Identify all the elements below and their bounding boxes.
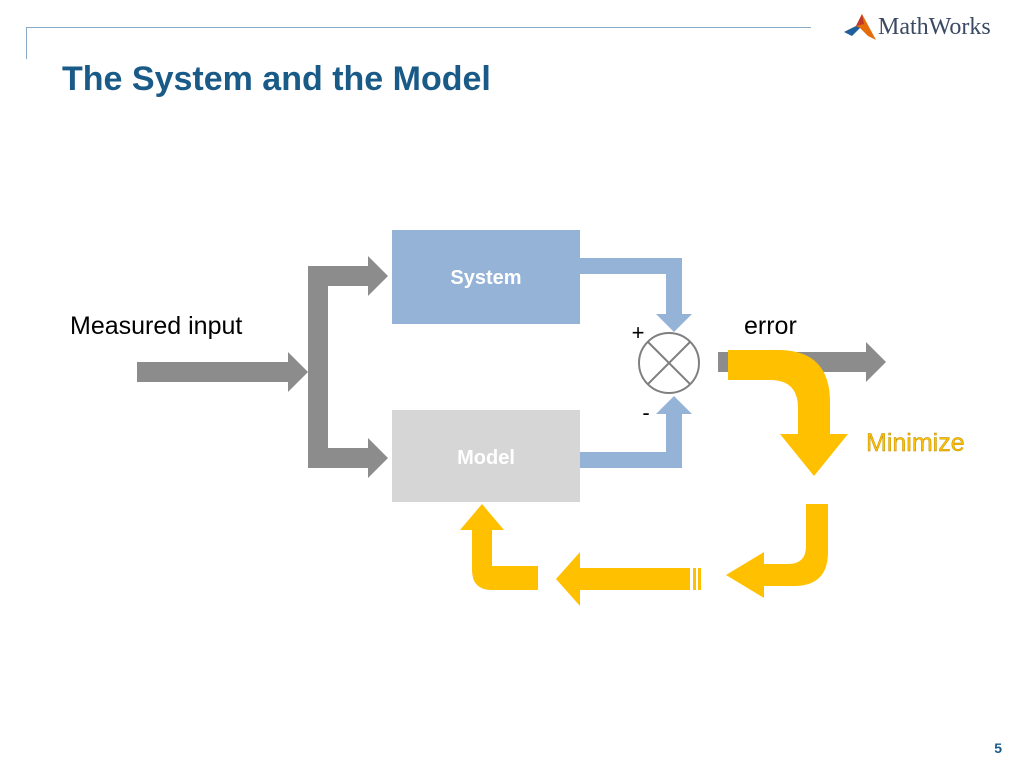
- mathworks-membrane-icon: [844, 14, 876, 40]
- feedback-up-arrow: [460, 504, 538, 590]
- system-label: System: [450, 267, 521, 289]
- feedback-tail-mark-2: [698, 568, 701, 590]
- model-block: Model: [392, 410, 580, 502]
- feedback-left-arrow: [556, 552, 690, 606]
- minimize-label: Minimize: [866, 429, 965, 457]
- page-number: 5: [994, 740, 1002, 756]
- minimize-down-arrow: [728, 350, 848, 476]
- error-label: error: [744, 312, 797, 340]
- feedback-tail-mark-1: [693, 568, 696, 590]
- input-arrow: [137, 352, 308, 392]
- feedback-loop: [460, 350, 848, 606]
- plus-sign: +: [632, 320, 645, 345]
- measured-input-label: Measured input: [70, 312, 242, 340]
- summing-junction: [638, 332, 700, 394]
- feedback-return-curve: [726, 504, 828, 598]
- left-rule: [26, 27, 27, 59]
- model-to-junction-arrow: [580, 396, 692, 468]
- to-model-arrow: [308, 438, 388, 478]
- model-label: Model: [457, 447, 515, 469]
- page-title: The System and the Model: [62, 60, 491, 98]
- system-to-junction-arrow: [580, 258, 692, 332]
- mathworks-logo: MathWorks: [842, 8, 1012, 48]
- minus-sign: -: [642, 400, 649, 425]
- to-system-arrow: [308, 256, 388, 296]
- splitter-bar: [308, 266, 328, 468]
- system-block: System: [392, 230, 580, 324]
- logo-text: MathWorks: [878, 14, 991, 40]
- top-rule: [26, 27, 811, 28]
